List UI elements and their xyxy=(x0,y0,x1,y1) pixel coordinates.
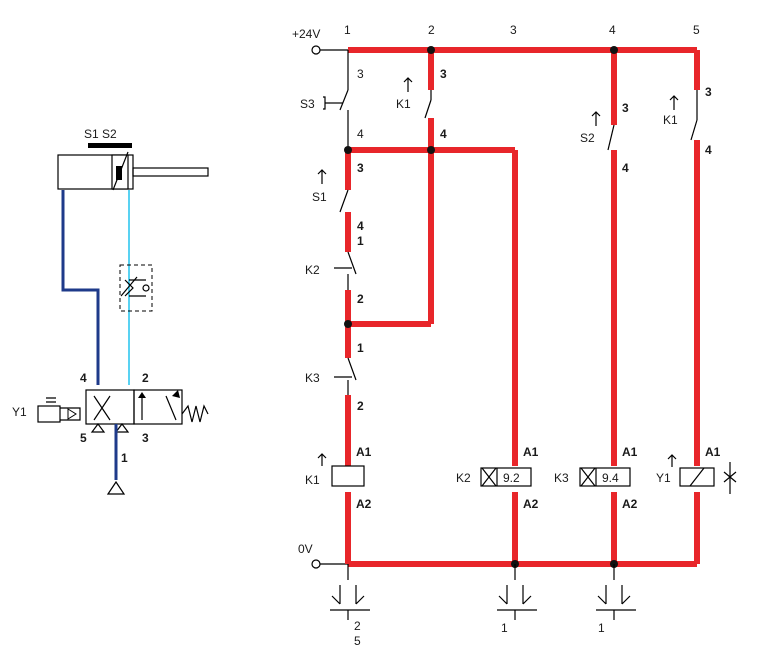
valve-left-position xyxy=(85,389,135,425)
ground-label: 0V xyxy=(298,542,313,556)
terminal-label: A1 xyxy=(523,445,539,459)
contact-k2: K2 1 2 xyxy=(305,234,364,306)
solenoid-actuator xyxy=(37,405,61,423)
sensor-label: S1 S2 xyxy=(84,127,117,141)
coil-y1: Y1 A1 xyxy=(656,445,737,494)
terminal-label: 3 xyxy=(357,67,364,81)
crossref-label: 1 xyxy=(501,621,508,635)
piston-rod xyxy=(132,167,209,177)
terminal-label: A1 xyxy=(622,445,638,459)
terminal-label: 1 xyxy=(357,234,364,248)
signal-arrow-icon xyxy=(317,453,327,466)
terminal-label: A1 xyxy=(705,445,721,459)
crossref-label: 1 xyxy=(598,621,605,635)
terminal-label: 2 xyxy=(357,399,364,413)
coil-k2: K2 9.2 A1 A2 xyxy=(456,445,539,511)
supply-source xyxy=(106,480,126,495)
signal-arrow-icon xyxy=(667,454,677,467)
rung-number: 5 xyxy=(693,23,700,37)
contact-s3: S3 3 4 xyxy=(300,67,364,141)
contact-s2-name: S2 xyxy=(580,131,595,145)
contact-k1-b: K1 3 4 xyxy=(663,85,712,157)
contact-k3-name: K3 xyxy=(305,371,320,385)
valve-right-position xyxy=(133,389,183,425)
crossref-rung-4: 1 xyxy=(596,564,636,635)
contact-s3-name: S3 xyxy=(300,97,315,111)
crossref-label: 5 xyxy=(354,634,361,648)
terminal-label: 4 xyxy=(440,127,447,141)
terminal-label: 1 xyxy=(357,341,364,355)
crossref-label: 2 xyxy=(354,619,361,633)
contact-k3: K3 1 2 xyxy=(305,341,364,413)
limit-arrow-icon xyxy=(591,111,601,126)
contact-k1-b-name: K1 xyxy=(663,113,678,127)
coil-y1-name: Y1 xyxy=(656,471,671,485)
terminal-label: 4 xyxy=(705,143,712,157)
valve-solenoid-label: Y1 xyxy=(12,405,27,419)
terminal-label: A2 xyxy=(356,497,372,511)
rung-number: 4 xyxy=(609,23,616,37)
terminal-label: 3 xyxy=(705,85,712,99)
terminal-label: 4 xyxy=(357,127,364,141)
coil-k3-value: 9.4 xyxy=(602,471,619,485)
port-3-label: 3 xyxy=(142,431,149,445)
crossref-rung-3: 1 xyxy=(497,564,537,635)
terminal-label: 4 xyxy=(357,219,364,233)
coil-k3: K3 9.4 A1 A2 xyxy=(554,445,638,511)
contact-s2: S2 3 4 xyxy=(580,101,629,175)
terminal-label: A2 xyxy=(523,497,539,511)
limit-arrow-icon xyxy=(317,169,327,184)
air-line-port-4 xyxy=(61,190,100,385)
terminal-label: A2 xyxy=(622,497,638,511)
rung-number: 2 xyxy=(428,23,435,37)
contact-s1: S1 3 4 xyxy=(312,161,364,233)
pneumatic-circuit: S1 S2 4 2 5 3 1 Y1 xyxy=(12,127,209,495)
terminal-label: 3 xyxy=(622,101,629,115)
terminal-label: A1 xyxy=(356,445,372,459)
coil-k1: K1 A1 A2 xyxy=(305,445,372,511)
port-4-label: 4 xyxy=(80,371,87,385)
rung-number: 1 xyxy=(344,23,351,37)
coil-k2-value: 9.2 xyxy=(503,471,520,485)
electrical-circuit: +24V 0V 1 2 3 4 5 S3 3 4 xyxy=(292,23,737,648)
supply-label: +24V xyxy=(292,27,320,41)
coil-k1-name: K1 xyxy=(305,473,320,487)
valve-symbol-icon xyxy=(723,462,737,494)
port-1-label: 1 xyxy=(121,451,128,465)
contact-k1-a: K1 3 4 xyxy=(396,67,447,141)
coil-k2-name: K2 xyxy=(456,471,471,485)
signal-arrow-icon xyxy=(403,77,413,92)
flow-control-valve xyxy=(119,264,153,312)
coil-k3-name: K3 xyxy=(554,471,569,485)
terminal-label: 3 xyxy=(440,67,447,81)
port-5-label: 5 xyxy=(80,431,87,445)
terminal-label: 2 xyxy=(357,292,364,306)
terminal-label: 3 xyxy=(357,161,364,175)
terminal-label: 4 xyxy=(622,161,629,175)
contact-k1-a-name: K1 xyxy=(396,97,411,111)
rung-number: 3 xyxy=(510,23,517,37)
sensor-bar xyxy=(88,143,132,148)
signal-arrow-icon xyxy=(669,95,679,110)
contact-k2-name: K2 xyxy=(305,263,320,277)
crossref-rung-1: 2 5 xyxy=(330,564,370,648)
contact-s1-name: S1 xyxy=(312,190,327,204)
port-2-label: 2 xyxy=(142,371,149,385)
